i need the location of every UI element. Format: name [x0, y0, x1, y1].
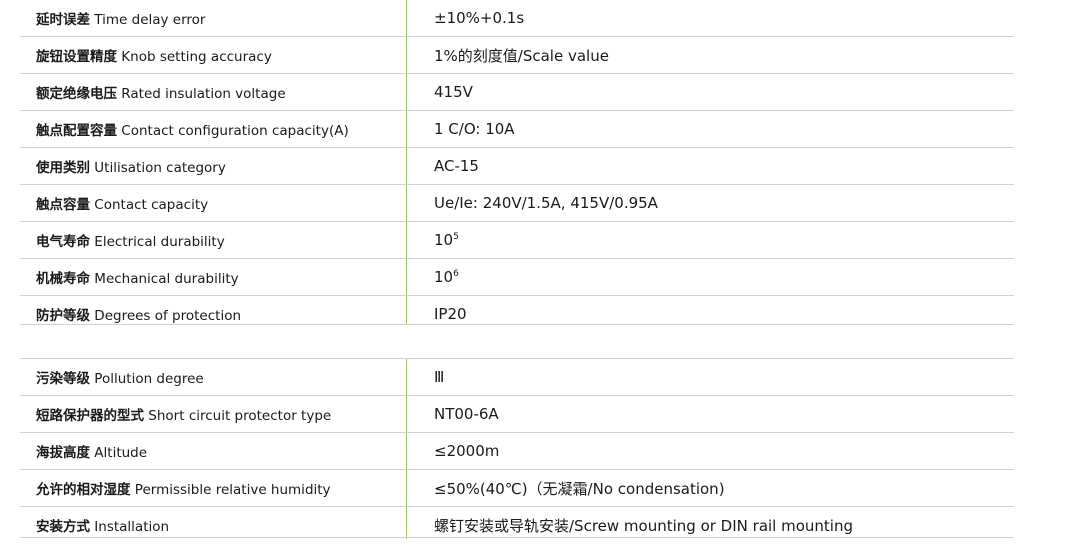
row-value: 螺钉安装或导轨安装/Screw mounting or DIN rail mou…: [434, 516, 853, 535]
row-value: 415V: [434, 83, 473, 101]
row-label: 电气寿命 Electrical durability: [36, 234, 225, 250]
table-row: 机械寿命 Mechanical durability 106: [20, 259, 1014, 296]
row-label: 海拔高度 Altitude: [36, 445, 148, 461]
row-value: NT00-6A: [434, 405, 499, 423]
spec-table-2: 污染等级 Pollution degree Ⅲ 短路保护器的型式 Short c…: [20, 358, 1014, 539]
table-row: 短路保护器的型式 Short circuit protector type NT…: [20, 396, 1014, 433]
table-row: 电气寿命 Electrical durability 105: [20, 222, 1014, 259]
row-value: Ⅲ: [434, 368, 445, 386]
table-row: 使用类别 Utilisation category AC-15: [20, 148, 1014, 185]
row-value: 106: [434, 268, 459, 286]
row-label: 触点配置容量 Contact configuration capacity(A): [36, 123, 349, 139]
row-label: 污染等级 Pollution degree: [36, 371, 204, 387]
table-bottom-rule: [20, 537, 1014, 538]
table-row: 旋钮设置精度 Knob setting accuracy 1%的刻度值/Scal…: [20, 37, 1014, 74]
row-label: 短路保护器的型式 Short circuit protector type: [36, 408, 332, 424]
table-row: 额定绝缘电压 Rated insulation voltage 415V: [20, 74, 1014, 111]
table-row: 海拔高度 Altitude ≤2000m: [20, 433, 1014, 470]
spec-table-1: 延时误差 Time delay error ±10%+0.1s 旋钮设置精度 K…: [20, 0, 1014, 324]
row-value: IP20: [434, 305, 467, 323]
table-row: 安装方式 Installation 螺钉安装或导轨安装/Screw mounti…: [20, 507, 1014, 543]
row-label: 防护等级 Degrees of protection: [36, 308, 242, 324]
table-row: 污染等级 Pollution degree Ⅲ: [20, 359, 1014, 396]
exponent: 5: [453, 232, 459, 242]
row-value: 105: [434, 231, 459, 249]
row-value: ≤50%(40℃)（无凝霜/No condensation): [434, 479, 725, 498]
row-value: ±10%+0.1s: [434, 9, 525, 27]
table-row: 延时误差 Time delay error ±10%+0.1s: [20, 0, 1014, 37]
row-label: 延时误差 Time delay error: [36, 12, 206, 28]
exponent: 6: [453, 269, 459, 279]
table-row: 允许的相对湿度 Permissible relative humidity ≤5…: [20, 470, 1014, 507]
row-label: 额定绝缘电压 Rated insulation voltage: [36, 86, 286, 102]
row-label: 旋钮设置精度 Knob setting accuracy: [36, 49, 272, 65]
row-value: AC-15: [434, 157, 479, 175]
table-row: 触点配置容量 Contact configuration capacity(A)…: [20, 111, 1014, 148]
row-label: 触点容量 Contact capacity: [36, 197, 209, 213]
row-label: 安装方式 Installation: [36, 519, 170, 535]
table-row: 触点容量 Contact capacity Ue/Ie: 240V/1.5A, …: [20, 185, 1014, 222]
row-label: 允许的相对湿度 Permissible relative humidity: [36, 482, 331, 498]
row-value: 1 C/O: 10A: [434, 120, 515, 138]
row-value: Ue/Ie: 240V/1.5A, 415V/0.95A: [434, 194, 658, 212]
table-row: 防护等级 Degrees of protection IP20: [20, 296, 1014, 332]
row-value: 1%的刻度值/Scale value: [434, 46, 609, 65]
row-label: 机械寿命 Mechanical durability: [36, 271, 239, 287]
table-divider: [20, 324, 1014, 325]
row-value: ≤2000m: [434, 442, 500, 460]
row-label: 使用类别 Utilisation category: [36, 160, 226, 176]
